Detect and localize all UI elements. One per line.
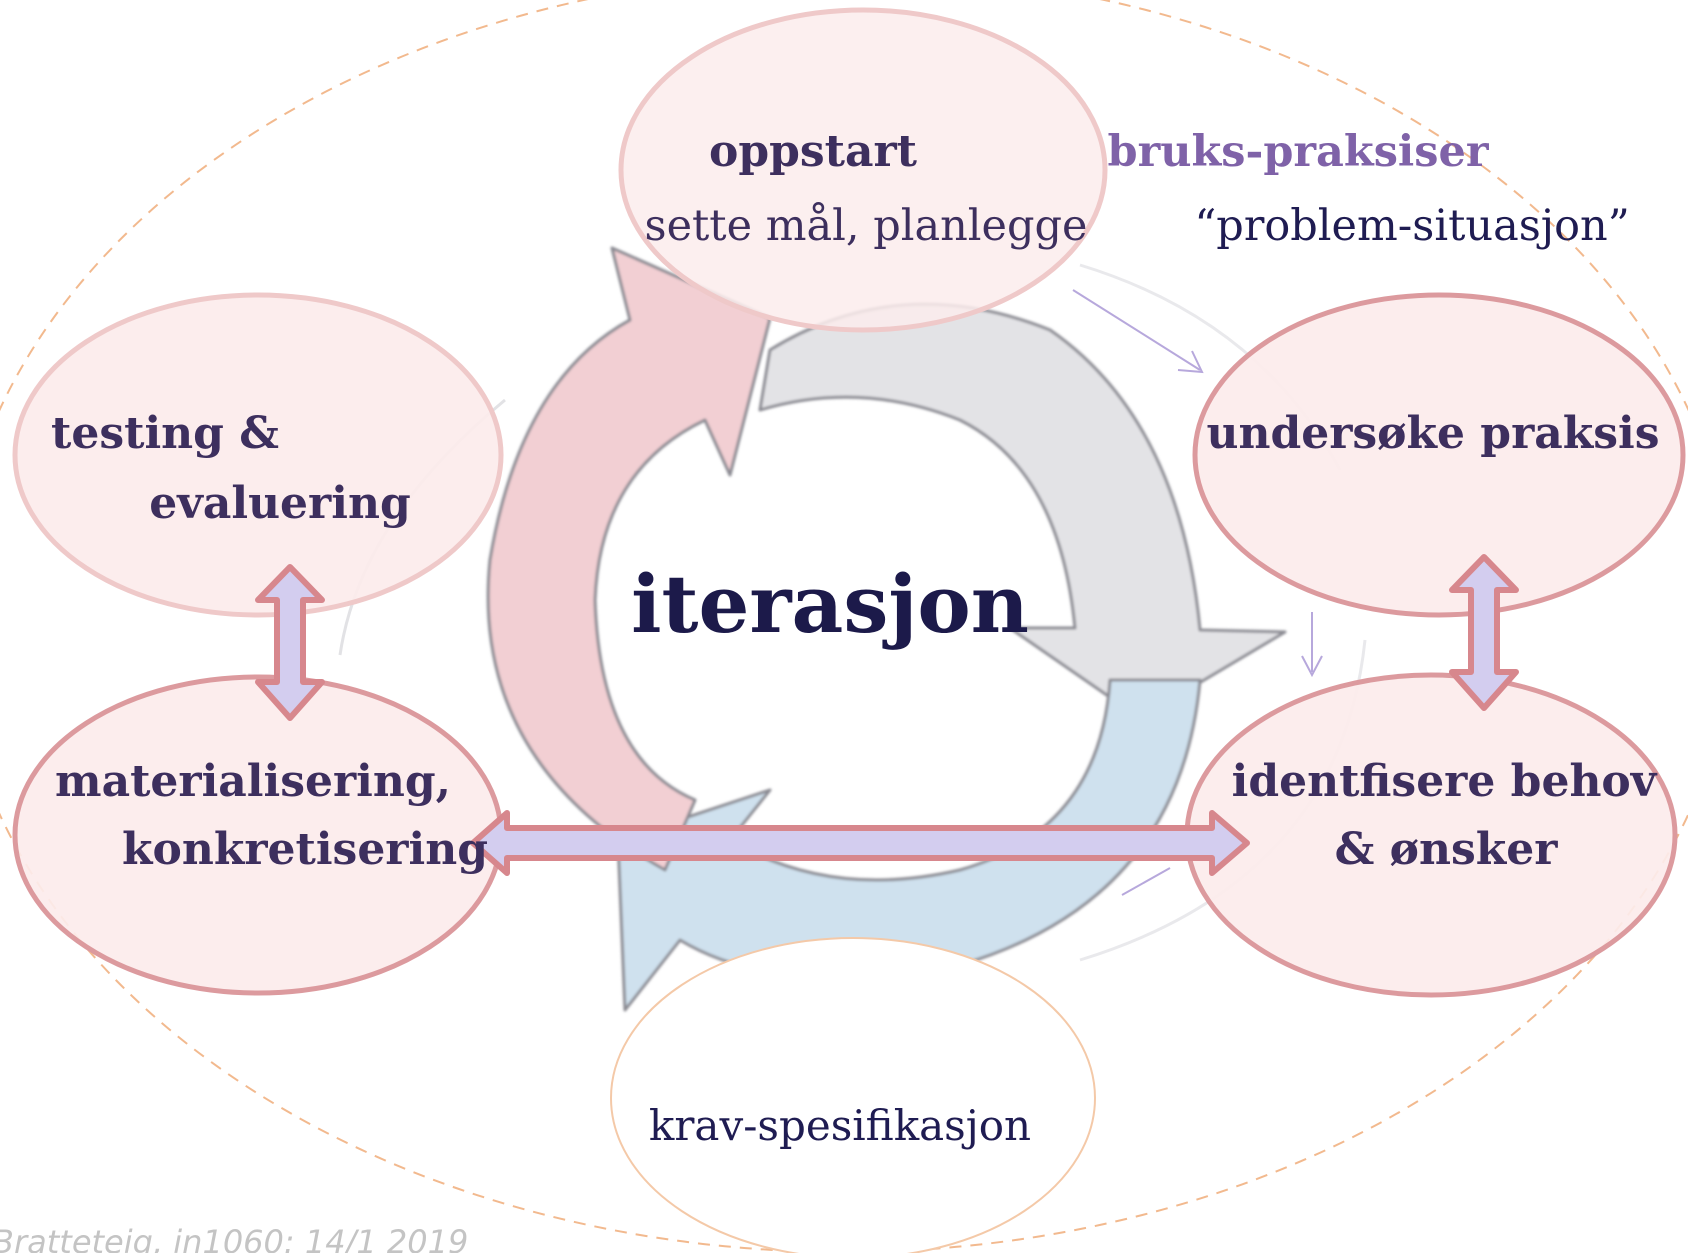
testing-ellipse (12, 292, 504, 618)
bruks-praksiser-label: bruks-praksiser (1108, 127, 1490, 177)
cycle-arrow-red (486, 246, 772, 872)
oppstart-subtitle: sette mål, planlegge (645, 201, 1088, 251)
materialisering-line2: konkretisering (122, 824, 488, 875)
double-arrow-undersoke-identifisere (1449, 554, 1519, 711)
undersoke-title: undersøke praksis (1206, 408, 1659, 459)
cycle-arrow-gray (758, 302, 1287, 720)
center-label: iterasjon (631, 557, 1029, 651)
testing-line2: evaluering (149, 478, 410, 529)
identifisere-line2: & ønsker (1335, 824, 1559, 875)
identifisere-line1: identfisere behov (1232, 756, 1658, 807)
thin-arrow-oppstart-to-undersoke (1072, 289, 1204, 374)
undersoke-ellipse (1192, 292, 1686, 618)
problem-situasjon-label: “problem-situasjon” (1194, 201, 1629, 251)
krav-spesifikasjon-label: krav-spesifikasjon (649, 1101, 1031, 1150)
krav-spesifikasjon-ellipse (610, 937, 1096, 1253)
materialisering-line1: materialisering, (55, 756, 451, 807)
footer-credit: Bratteteig, in1060: 14/1 2019 (0, 1223, 468, 1253)
thin-line-identifisere (1121, 867, 1171, 896)
testing-line1: testing & (51, 408, 279, 459)
thin-arrow-undersoke-to-identifisere (1301, 612, 1323, 678)
double-arrow-testing-materialisering (255, 564, 325, 721)
double-arrow-materialisering-identifisere (470, 810, 1250, 876)
oppstart-title: oppstart (709, 126, 918, 177)
oppstart-ellipse (618, 7, 1108, 333)
